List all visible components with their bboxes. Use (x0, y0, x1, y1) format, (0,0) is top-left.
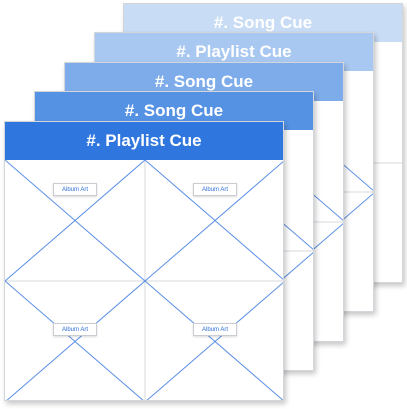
album-art-label: Album Art (53, 183, 97, 196)
card-title: #. Song Cue (213, 13, 313, 32)
card-body: Album Art Album Art Album Art Album Art (5, 160, 283, 400)
card-header: #. Playlist Cue (5, 122, 283, 160)
cue-card-5[interactable]: #. Playlist Cue Album Art Album Art Albu… (4, 121, 284, 401)
card-title: #. Playlist Cue (176, 42, 292, 61)
card-title: #. Playlist Cue (86, 131, 202, 150)
album-art-label: Album Art (53, 323, 97, 336)
album-art-label: Album Art (193, 183, 237, 196)
card-title: #. Song Cue (124, 101, 224, 120)
album-art-grid (5, 160, 283, 400)
album-art-label: Album Art (193, 323, 237, 336)
card-title: #. Song Cue (154, 72, 254, 91)
